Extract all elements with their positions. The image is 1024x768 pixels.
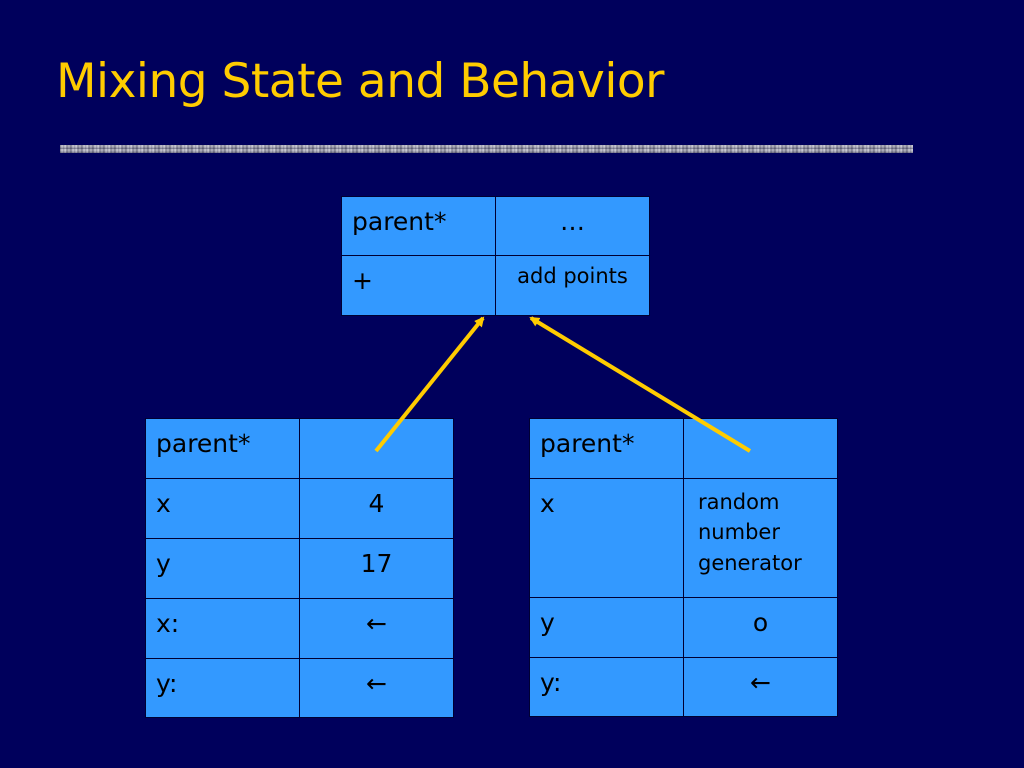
slot-value-cell: ←	[683, 657, 838, 717]
slot-value-cell	[299, 418, 454, 479]
slot-value-cell: …	[495, 196, 650, 256]
slot-name-cell: y	[145, 538, 300, 599]
slot-value-cell: 4	[299, 478, 454, 539]
table-row: parent*	[529, 418, 838, 479]
table-row: y o	[529, 597, 838, 658]
slot-value-cell	[683, 418, 838, 479]
title-divider	[60, 145, 913, 153]
right-object-table: parent* x random number generator y o y:…	[529, 418, 838, 717]
slot-name-cell: parent*	[529, 418, 684, 479]
slot-name-cell: x:	[145, 598, 300, 659]
slot-value-cell: ←	[299, 598, 454, 659]
table-row: y: ←	[529, 657, 838, 717]
table-row: + add points	[341, 255, 650, 316]
slot-name-cell: y	[529, 597, 684, 658]
parent-object-table: parent* … + add points	[341, 196, 650, 316]
slot-value-cell: ←	[299, 658, 454, 718]
slot-name-cell: parent*	[341, 196, 496, 256]
left-object-table: parent* x 4 y 17 x: ← y: ←	[145, 418, 454, 718]
slot-name-cell: x	[145, 478, 300, 539]
table-row: y 17	[145, 538, 454, 599]
slot-value-cell: random number generator	[683, 478, 838, 598]
slot-value-cell: add points	[495, 255, 650, 316]
slide-title: Mixing State and Behavior	[56, 54, 664, 109]
table-row: x: ←	[145, 598, 454, 659]
slot-name-cell: y:	[145, 658, 300, 718]
slot-name-cell: y:	[529, 657, 684, 717]
table-row: parent* …	[341, 196, 650, 256]
slot-name-cell: parent*	[145, 418, 300, 479]
table-row: x 4	[145, 478, 454, 539]
slot-value-cell: o	[683, 597, 838, 658]
table-row: y: ←	[145, 658, 454, 718]
table-row: x random number generator	[529, 478, 838, 598]
slot-name-cell: +	[341, 255, 496, 316]
table-row: parent*	[145, 418, 454, 479]
slot-value-cell: 17	[299, 538, 454, 599]
slot-name-cell: x	[529, 478, 684, 598]
